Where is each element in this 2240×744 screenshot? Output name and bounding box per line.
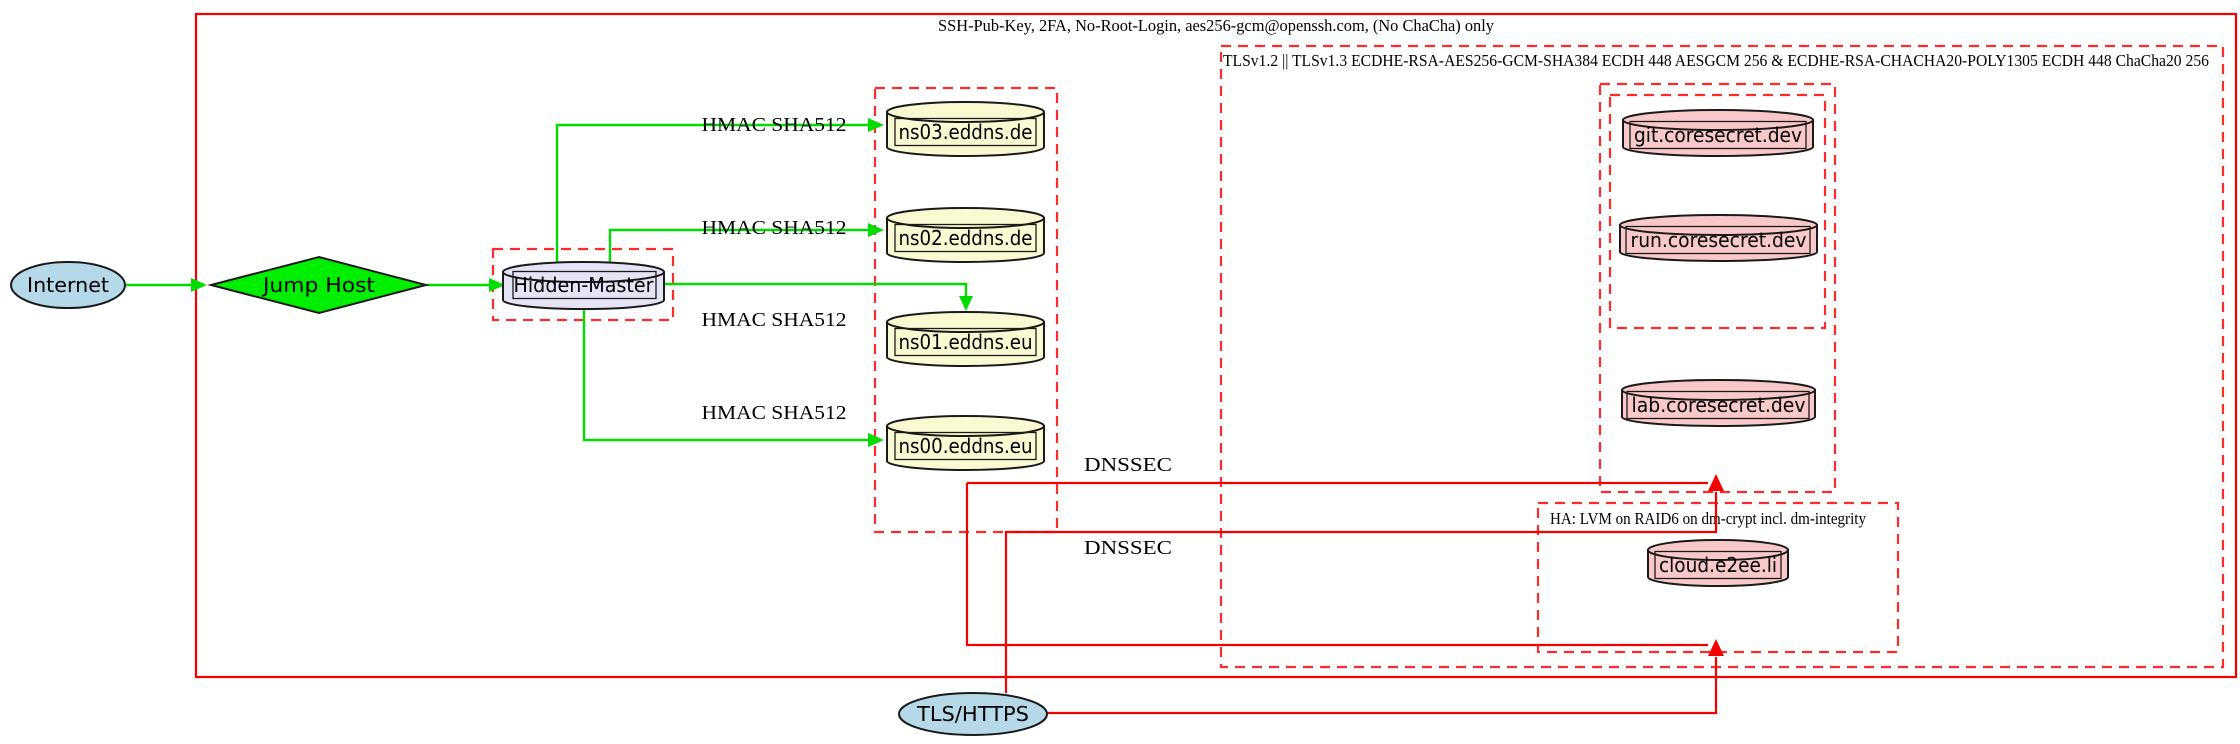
edge-label-hmac-ns02: HMAC SHA512 [702, 217, 847, 239]
node-git: git.coresecret.dev [1622, 109, 1814, 157]
edge-hiddenmaster-to-ns03 [555, 118, 884, 262]
edge-label-hmac-ns03: HMAC SHA512 [702, 114, 847, 136]
edge-label-dnssec-2: DNSSEC [1084, 537, 1172, 559]
node-ns00: ns00.eddns.eu [886, 415, 1045, 471]
edge-hiddenmaster-to-ns00 [582, 308, 884, 447]
cluster-gitrun-border [1608, 93, 1827, 330]
edge-jumphost-to-hiddenmaster [426, 278, 505, 292]
node-cloud: cloud.e2ee.li [1647, 539, 1789, 587]
node-internet: Internet [10, 261, 126, 309]
node-run-label: run.coresecret.dev [1631, 228, 1807, 252]
edge-eddns-to-ha-dnssec [965, 483, 1708, 647]
node-tls-https-label: TLS/HTTPS [916, 702, 1029, 726]
cluster-ha-label: HA: LVM on RAID6 on dm-crypt incl. dm-in… [1550, 509, 1866, 528]
edge-hiddenmaster-to-ns01 [664, 282, 973, 311]
node-lab: lab.coresecret.dev [1621, 379, 1816, 427]
edge-label-hmac-ns01: HMAC SHA512 [702, 309, 847, 331]
cluster-ssh-label: SSH-Pub-Key, 2FA, No-Root-Login, aes256-… [938, 16, 1494, 35]
node-ns01-label: ns01.eddns.eu [899, 330, 1033, 354]
node-tls-https: TLS/HTTPS [898, 692, 1048, 736]
node-hidden-master: Hidden-Master [502, 261, 665, 310]
cluster-tls-border [1219, 44, 2225, 669]
node-git-label: git.coresecret.dev [1634, 123, 1802, 147]
node-ns02: ns02.eddns.de [886, 207, 1045, 263]
edge-tlshttps-to-lab [1004, 492, 1718, 693]
edge-label-hmac-ns00: HMAC SHA512 [702, 402, 847, 424]
arrowhead-into-lab-cluster [1708, 474, 1724, 491]
node-ns03: ns03.eddns.de [886, 101, 1045, 157]
edge-internet-to-jumphost [126, 278, 207, 292]
edge-tlshttps-to-ha [1047, 657, 1718, 715]
edge-label-dnssec-1: DNSSEC [1084, 454, 1172, 476]
node-ns01: ns01.eddns.eu [886, 311, 1045, 367]
node-cloud-label: cloud.e2ee.li [1659, 553, 1777, 577]
cluster-ssh-border [194, 12, 2238, 679]
edge-hiddenmaster-to-ns02 [608, 223, 884, 262]
node-ns02-label: ns02.eddns.de [899, 226, 1033, 250]
arrowhead-into-ha-cluster [1708, 639, 1724, 656]
node-ns03-label: ns03.eddns.de [899, 120, 1033, 144]
node-jump-host: Jump Host [207, 255, 430, 315]
cluster-tls-label: TLSv1.2 || TLSv1.3 ECDHE-RSA-AES256-GCM-… [1223, 51, 2209, 70]
node-internet-label: Internet [27, 273, 109, 297]
node-ns00-label: ns00.eddns.eu [899, 434, 1033, 458]
node-hidden-master-label: Hidden-Master [514, 273, 655, 297]
node-run: run.coresecret.dev [1619, 214, 1818, 262]
node-jump-host-label: Jump Host [261, 273, 375, 297]
node-lab-label: lab.coresecret.dev [1632, 393, 1806, 417]
